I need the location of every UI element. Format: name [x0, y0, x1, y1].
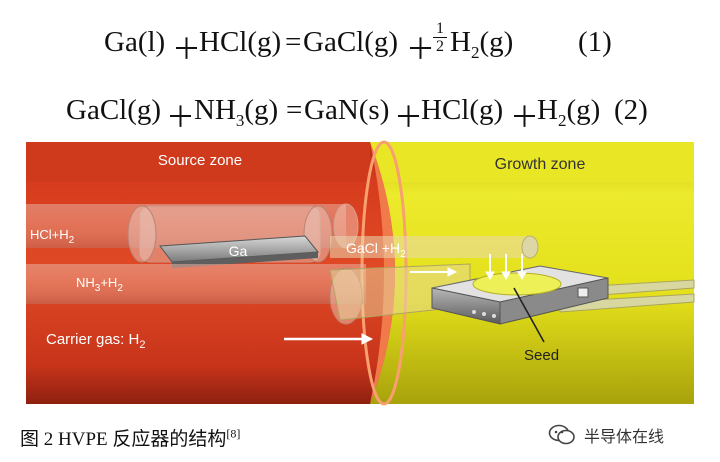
- eq2-product3-state: (g): [566, 94, 600, 126]
- eq1-reactant2: HCl(g): [199, 26, 281, 59]
- eq2-number: (2): [614, 94, 648, 127]
- eq2-plus-3: ＋: [510, 94, 539, 136]
- eq2-product3: H2(g): [537, 94, 600, 131]
- watermark: 半导体在线: [548, 422, 664, 448]
- eq2-plus-1: ＋: [166, 94, 195, 136]
- eq2-product2: HCl(g): [421, 94, 503, 127]
- eq1-product1: GaCl(g): [303, 26, 398, 59]
- susceptor-hole: [472, 310, 476, 314]
- growth-zone-label: Growth zone: [495, 156, 586, 173]
- figure-caption-text: 图 2 HVPE 反应器的结构: [20, 429, 226, 450]
- ga-capsule-left-end: [128, 206, 156, 262]
- eq1-fraction: 1 2: [433, 20, 447, 55]
- susceptor-port: [578, 288, 588, 297]
- susceptor-hole: [492, 314, 496, 318]
- hvpe-reactor-diagram: Source zone Growth zone HCl+H2 Ga GaCl +…: [0, 138, 720, 412]
- eq2-product3-base: H: [537, 94, 558, 126]
- eq1-reactant1: Ga(l): [104, 26, 165, 59]
- eq2-product1: GaN(s): [304, 94, 389, 127]
- seed-label: Seed: [524, 347, 559, 364]
- source-zone-label: Source zone: [158, 152, 242, 169]
- seed-wafer: [473, 273, 561, 295]
- figure-caption-ref: [8]: [226, 427, 240, 441]
- ga-label: Ga: [229, 243, 248, 259]
- eq2-reactant2: NH3(g): [194, 94, 278, 131]
- eq1-equals: =: [285, 26, 301, 59]
- susceptor-hole: [482, 312, 486, 316]
- eq1-plus-1: ＋: [172, 26, 201, 68]
- eq1-fraction-numerator: 1: [433, 20, 447, 38]
- eq2-reactant2-base: NH: [194, 94, 236, 126]
- eq1-product2-state: (g): [479, 26, 513, 58]
- figure-caption: 图 2 HVPE 反应器的结构[8]: [20, 424, 240, 451]
- eq1-product2: H2(g): [450, 26, 513, 63]
- eq1-product2-base: H: [450, 26, 471, 58]
- eq1-fraction-denominator: 2: [433, 38, 447, 55]
- eq2-equals: =: [286, 94, 302, 127]
- eq1-plus-2: ＋: [406, 26, 435, 68]
- eq2-reactant1: GaCl(g): [66, 94, 161, 127]
- eq2-reactant2-state: (g): [244, 94, 278, 126]
- eq2-plus-2: ＋: [394, 94, 423, 136]
- wechat-icon: [548, 424, 576, 446]
- watermark-text: 半导体在线: [584, 423, 664, 447]
- gacl-tube-end: [522, 236, 538, 258]
- eq1-number: (1): [578, 26, 612, 59]
